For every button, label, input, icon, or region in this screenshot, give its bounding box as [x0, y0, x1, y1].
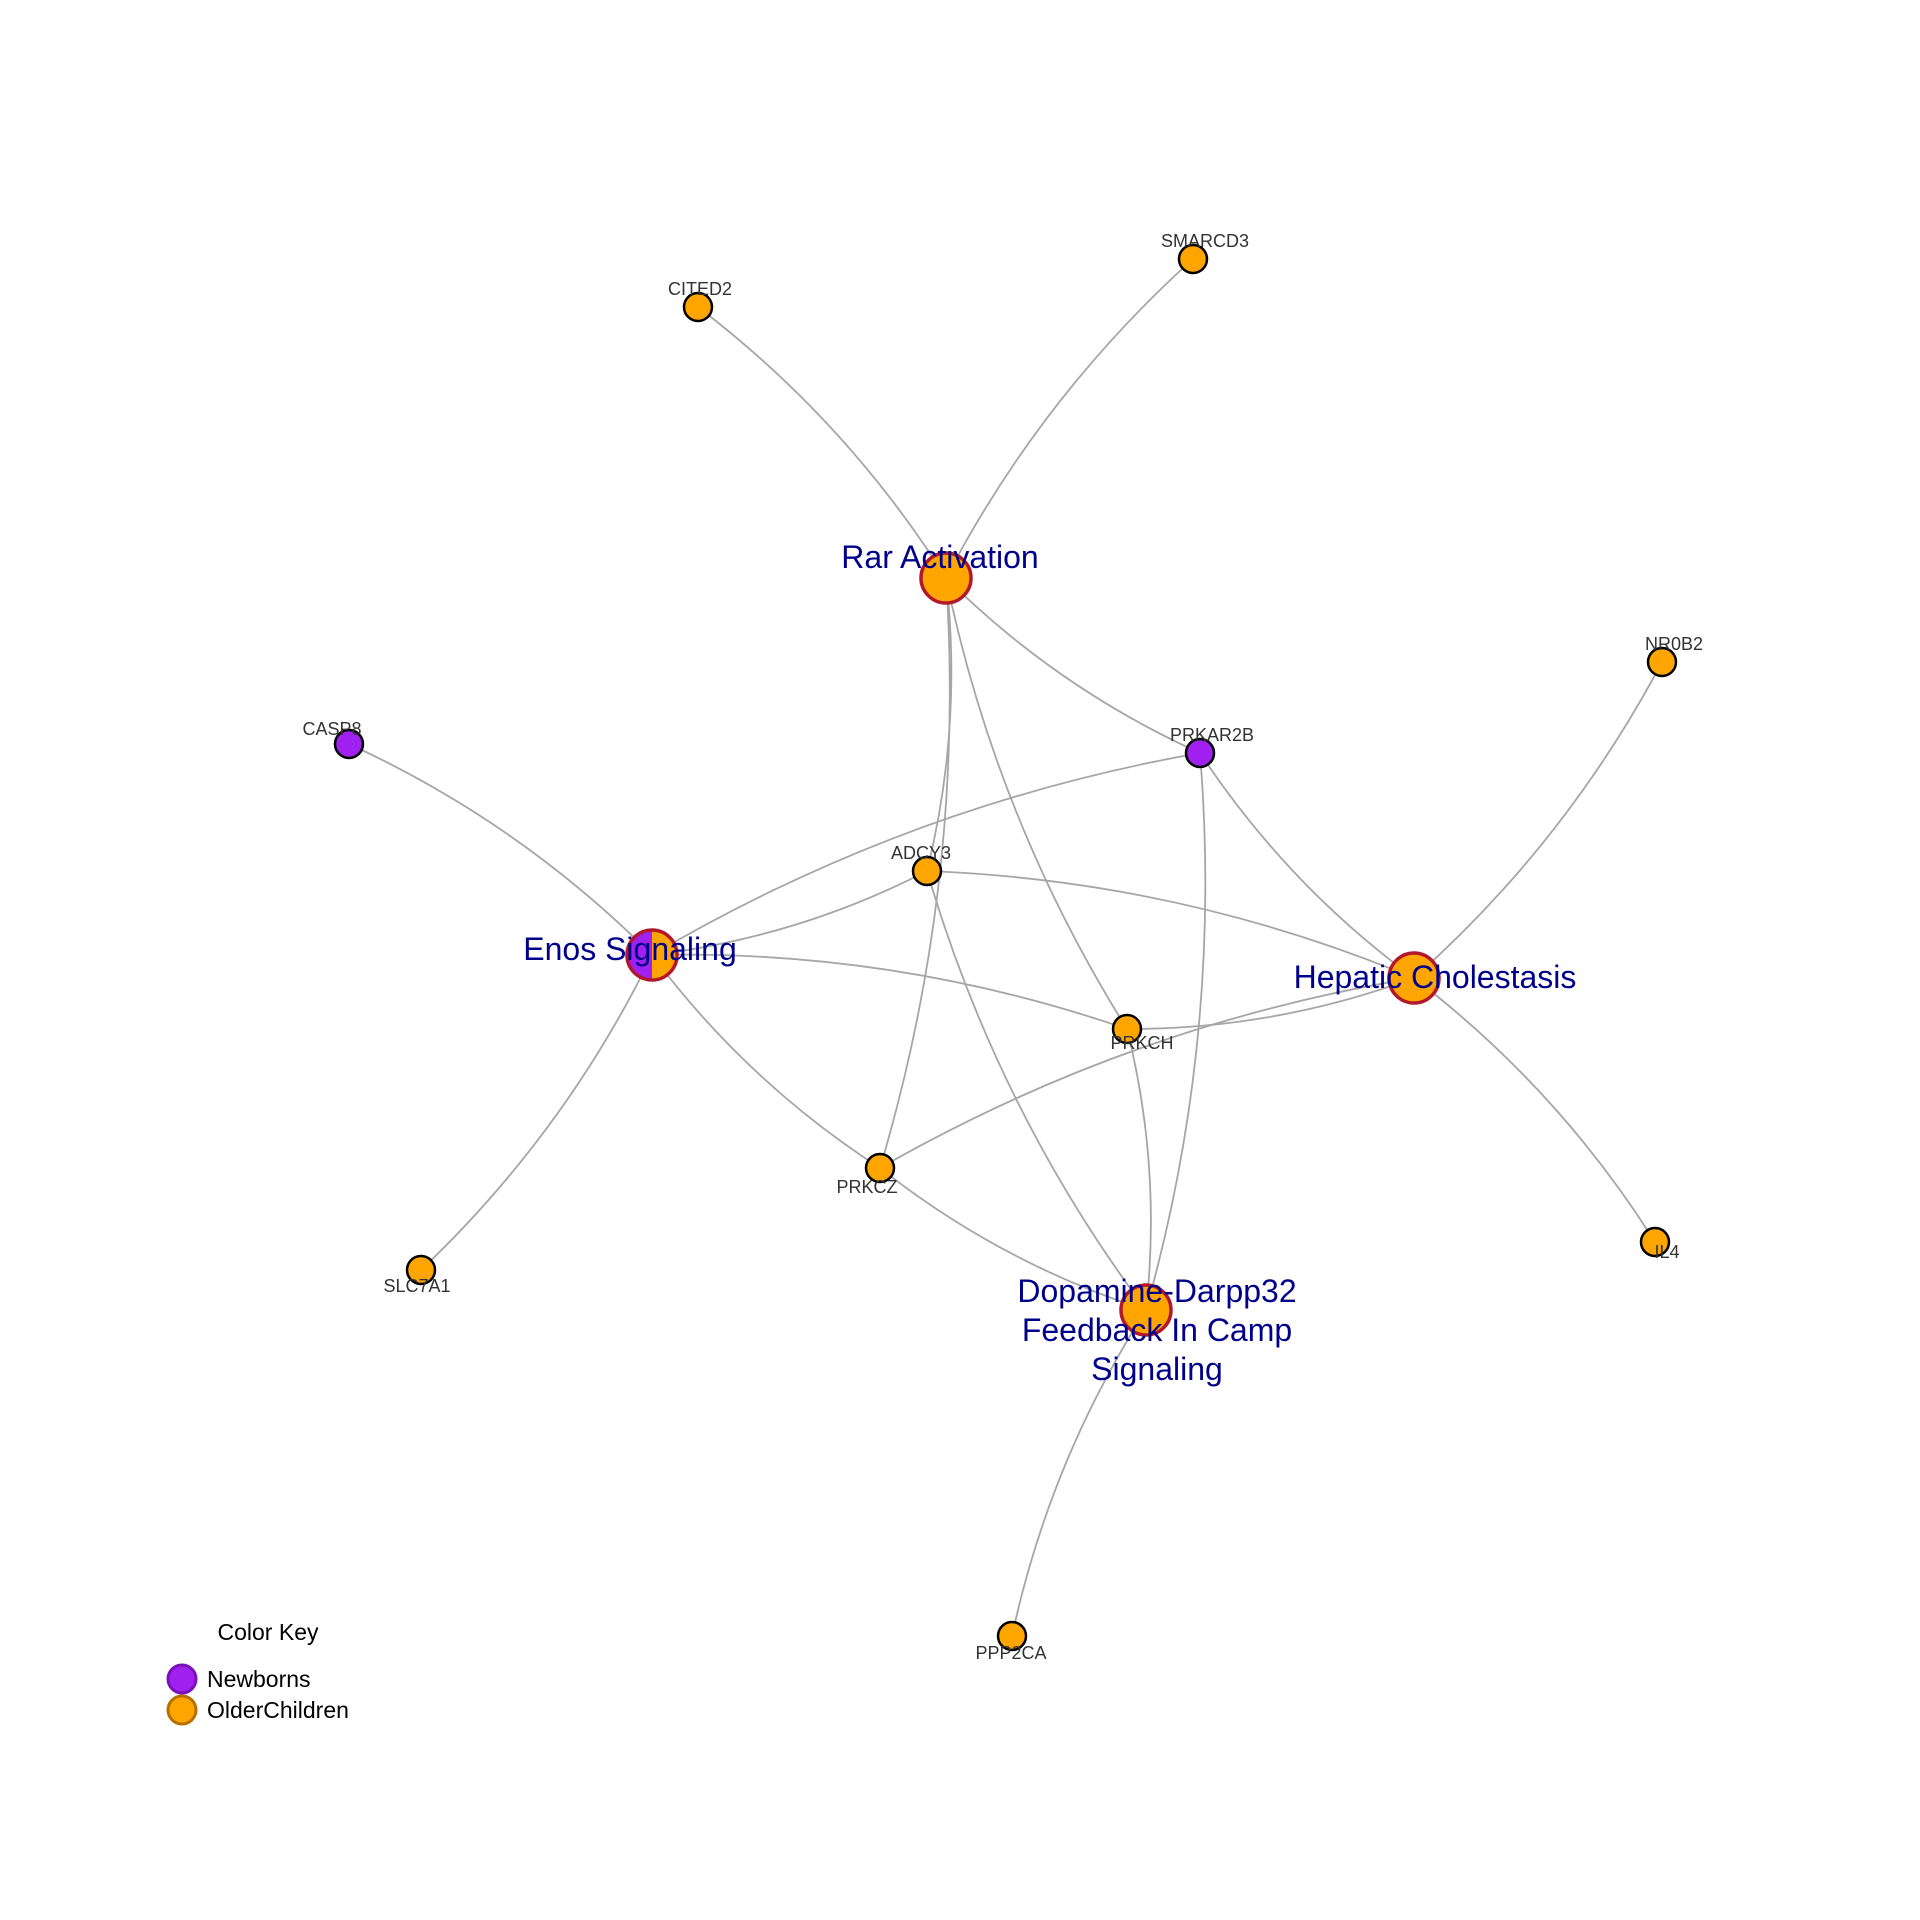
edge-dopamine-prkar2b: [1145, 752, 1207, 1311]
gene-node-prkch[interactable]: [1111, 1013, 1143, 1045]
legend-label-newborns: Newborns: [207, 1666, 311, 1692]
edge-enos-prkar2b: [651, 752, 1201, 956]
gene-label-nr0b2: NR0B2: [1645, 634, 1703, 654]
pathway-label-dopamine-line-3: Signaling: [1091, 1351, 1223, 1387]
gene-label-prkar2b: PRKAR2B: [1170, 725, 1254, 745]
legend-swatch-older-children: [166, 1694, 198, 1726]
gene-node-ppp2ca[interactable]: [996, 1620, 1028, 1652]
legend-label-older-children: OlderChildren: [207, 1697, 349, 1723]
gene-node-il4[interactable]: [1639, 1226, 1671, 1258]
edge-dopamine-adcy3: [926, 870, 1147, 1311]
nodes-layer: [333, 243, 1678, 1652]
pathway-label-dopamine-line-2: Feedback In Camp: [1022, 1312, 1292, 1348]
pathway-node-enos[interactable]: [625, 928, 679, 982]
gene-node-prkar2b[interactable]: [1184, 737, 1216, 769]
edge-rar-smarcd3: [945, 258, 1194, 579]
gene-node-casp8[interactable]: [333, 728, 365, 760]
gene-label-cited2: CITED2: [668, 279, 732, 299]
gene-label-casp8: CASP8: [302, 719, 361, 739]
gene-label-smarcd3: SMARCD3: [1161, 231, 1249, 251]
gene-label-slc7a1: SLC7A1: [383, 1276, 450, 1296]
gene-node-prkcz[interactable]: [864, 1152, 896, 1184]
edge-rar-prkch: [945, 577, 1128, 1030]
gene-label-il4: IL4: [1654, 1242, 1679, 1262]
pathway-label-enos-line-1: Enos Signaling: [523, 931, 736, 967]
pathway-label-hepatic-line-1: Hepatic Cholestasis: [1294, 959, 1577, 995]
edge-rar-cited2: [697, 306, 947, 579]
gene-node-adcy3[interactable]: [911, 855, 943, 887]
edge-dopamine-prkch: [1126, 1028, 1152, 1311]
edge-dopamine-ppp2ca: [1011, 1309, 1147, 1637]
edge-enos-prkch: [651, 953, 1128, 1030]
pathway-label-rar-line-1: Rar Activation: [841, 539, 1038, 575]
gene-label-prkcz: PRKCZ: [836, 1177, 897, 1197]
edge-enos-prkcz: [651, 954, 881, 1169]
gene-node-slc7a1[interactable]: [405, 1254, 437, 1286]
gene-label-adcy3: ADCY3: [891, 843, 951, 863]
edge-hepatic-prkcz: [879, 977, 1415, 1169]
edge-hepatic-prkch: [1126, 977, 1415, 1030]
pathway-node-rar[interactable]: [919, 551, 973, 605]
pathway-label-enos: Enos Signaling: [523, 931, 736, 967]
edge-hepatic-il4: [1413, 977, 1656, 1243]
pathway-node-hepatic[interactable]: [1387, 951, 1441, 1005]
legend-title: Color Key: [218, 1619, 319, 1645]
edge-enos-slc7a1: [420, 954, 653, 1271]
edge-dopamine-prkcz: [879, 1167, 1147, 1311]
edge-rar-prkar2b: [945, 577, 1201, 754]
edge-hepatic-nr0b2: [1413, 661, 1663, 979]
edge-enos-adcy3: [651, 870, 928, 956]
edge-hepatic-adcy3: [926, 870, 1415, 979]
gene-label-prkch: PRKCH: [1110, 1033, 1173, 1053]
pathway-label-rar: Rar Activation: [841, 539, 1038, 575]
pathway-label-hepatic: Hepatic Cholestasis: [1294, 959, 1577, 995]
legend-swatch-newborns: [166, 1663, 198, 1695]
gene-node-smarcd3[interactable]: [1177, 243, 1209, 275]
pathway-node-dopamine[interactable]: [1119, 1283, 1173, 1337]
edges-layer: [348, 258, 1663, 1637]
edge-enos-casp8: [348, 743, 653, 956]
gene-node-cited2[interactable]: [682, 291, 714, 323]
gene-label-ppp2ca: PPP2CA: [975, 1643, 1046, 1663]
pathway-label-dopamine-line-1: Dopamine-Darpp32: [1017, 1273, 1296, 1309]
gene-node-nr0b2[interactable]: [1646, 646, 1678, 678]
edge-hepatic-prkar2b: [1199, 752, 1415, 979]
